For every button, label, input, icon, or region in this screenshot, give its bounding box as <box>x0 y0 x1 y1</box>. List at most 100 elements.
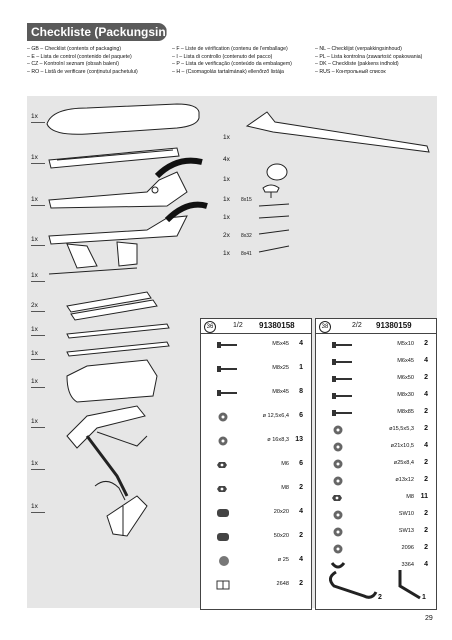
part-quantity: 1x <box>31 503 38 510</box>
part-quantity: 1x <box>31 378 38 385</box>
bolt-icon <box>217 342 237 348</box>
hardware-spec: 50x20 <box>273 533 289 539</box>
hardware-count: 11 <box>420 493 428 500</box>
bolt-icon <box>332 376 352 382</box>
hardware-row: 50x20 2 <box>201 531 311 542</box>
tool-drawings <box>329 570 421 600</box>
box-page: 1/2 <box>233 322 243 329</box>
legend-entry: – E – Lista de control (contenido del pa… <box>27 53 132 60</box>
legend-entry: – H – (Csomagolás tartalmának) ellenőrző… <box>172 68 284 75</box>
page-number: 29 <box>425 615 433 622</box>
legend-entry: – GB – Checklist (contents of packaging) <box>27 46 121 52</box>
separator <box>31 122 45 123</box>
hardware-count: 4 <box>424 442 428 449</box>
hardware-row: M8 11 <box>316 492 436 503</box>
legend-entry: – P – Lista de verificação (conteúdo da … <box>172 61 292 68</box>
separator <box>31 163 45 164</box>
hardware-count: 2 <box>424 527 428 534</box>
separator <box>31 469 45 470</box>
hardware-row: ø21x10,5 4 <box>316 441 436 452</box>
bolt-icon <box>217 366 237 372</box>
hardware-spec: ø 25 <box>277 557 289 563</box>
legend-row: – GB – Checklist (contents of packaging)… <box>27 46 415 54</box>
hardware-spec: M8x85 <box>397 409 414 415</box>
hardware-count: 13 <box>295 436 303 443</box>
hardware-row: ø25x8,4 2 <box>316 458 436 469</box>
legend-entry: – DK – Checkliste (pakkens indhold) <box>315 61 399 68</box>
separator <box>31 205 45 206</box>
hardware-count: 2 <box>424 510 428 517</box>
hardware-count: 4 <box>299 340 303 347</box>
part-quantity: 1x <box>223 250 230 257</box>
box-badge: 38 <box>319 321 331 333</box>
separator <box>31 311 45 312</box>
nut-icon <box>217 462 227 468</box>
legend-row: – CZ – Kontrolní seznam (obsah balení)– … <box>27 61 415 69</box>
separator <box>31 512 45 513</box>
title-bar: Checkliste (Packungsinhalt) <box>27 23 191 41</box>
part-quantity: 1x <box>31 326 38 333</box>
hardware-count: 6 <box>299 412 303 419</box>
hardware-spec: SW10 <box>398 511 414 517</box>
hardware-count: 1 <box>299 364 303 371</box>
hardware-count: 2 <box>424 340 428 347</box>
part-size: 8x32 <box>241 233 252 239</box>
hardware-spec: 2096 <box>401 545 414 551</box>
hardware-spec: M8x45 <box>272 389 289 395</box>
hardware-spec: ø13x12 <box>395 477 414 483</box>
legend-row: – E – Lista de control (contenido del pa… <box>27 53 422 62</box>
washer-icon <box>333 459 343 469</box>
separator <box>31 387 45 388</box>
legend-entry: – F – Liste de vérification (contenu de … <box>172 46 288 52</box>
hardware-count: 4 <box>424 357 428 364</box>
hardware-spec: M8 <box>406 494 414 500</box>
hardware-count: 2 <box>424 374 428 381</box>
box-page: 2/2 <box>352 322 362 329</box>
part-quantity: 1x <box>31 154 38 161</box>
part-quantity: 2x <box>223 232 230 239</box>
bolt-icon <box>332 410 352 416</box>
hardware-count: 4 <box>299 556 303 563</box>
part-quantity: 1x <box>223 134 230 141</box>
disc-icon <box>219 556 229 566</box>
hardware-row: M6x45 4 <box>316 356 436 367</box>
part-quantity: 2x <box>31 302 38 309</box>
hardware-row: ø 25 4 <box>201 555 311 566</box>
hardware-spec: 20x20 <box>273 509 289 515</box>
separator <box>31 427 45 428</box>
hardware-spec: 2648 <box>276 581 289 587</box>
clamp-icon <box>330 562 346 569</box>
hardware-count: 2 <box>299 532 303 539</box>
part-size: 8x41 <box>241 251 252 257</box>
hardware-spec: ø21x10,5 <box>390 443 414 449</box>
clip-icon <box>216 580 230 590</box>
nut-icon <box>217 486 227 492</box>
washer-icon <box>333 476 343 486</box>
hardware-spec: ø 16x8,3 <box>267 437 289 443</box>
legend-entry: – NL – Checklijst (verpakkingsinhoud) <box>315 46 402 52</box>
separator <box>31 335 45 336</box>
hardware-count: 6 <box>299 460 303 467</box>
hardware-count: 2 <box>424 459 428 466</box>
part-quantity: 1x <box>31 350 38 357</box>
hardware-spec: M6x45 <box>397 358 414 364</box>
hardware-count: 4 <box>424 391 428 398</box>
tool-count: 1 <box>422 594 426 601</box>
part-quantity: 1x <box>223 214 230 221</box>
cap-icon <box>217 509 229 517</box>
box-header: 36 1/2 91380158 <box>201 319 311 334</box>
article-number: 91380158 <box>259 321 295 330</box>
hardware-spec: ø25x8,4 <box>393 460 414 466</box>
legend-row: – RO – Listă de verificare (conținutul p… <box>27 69 415 77</box>
